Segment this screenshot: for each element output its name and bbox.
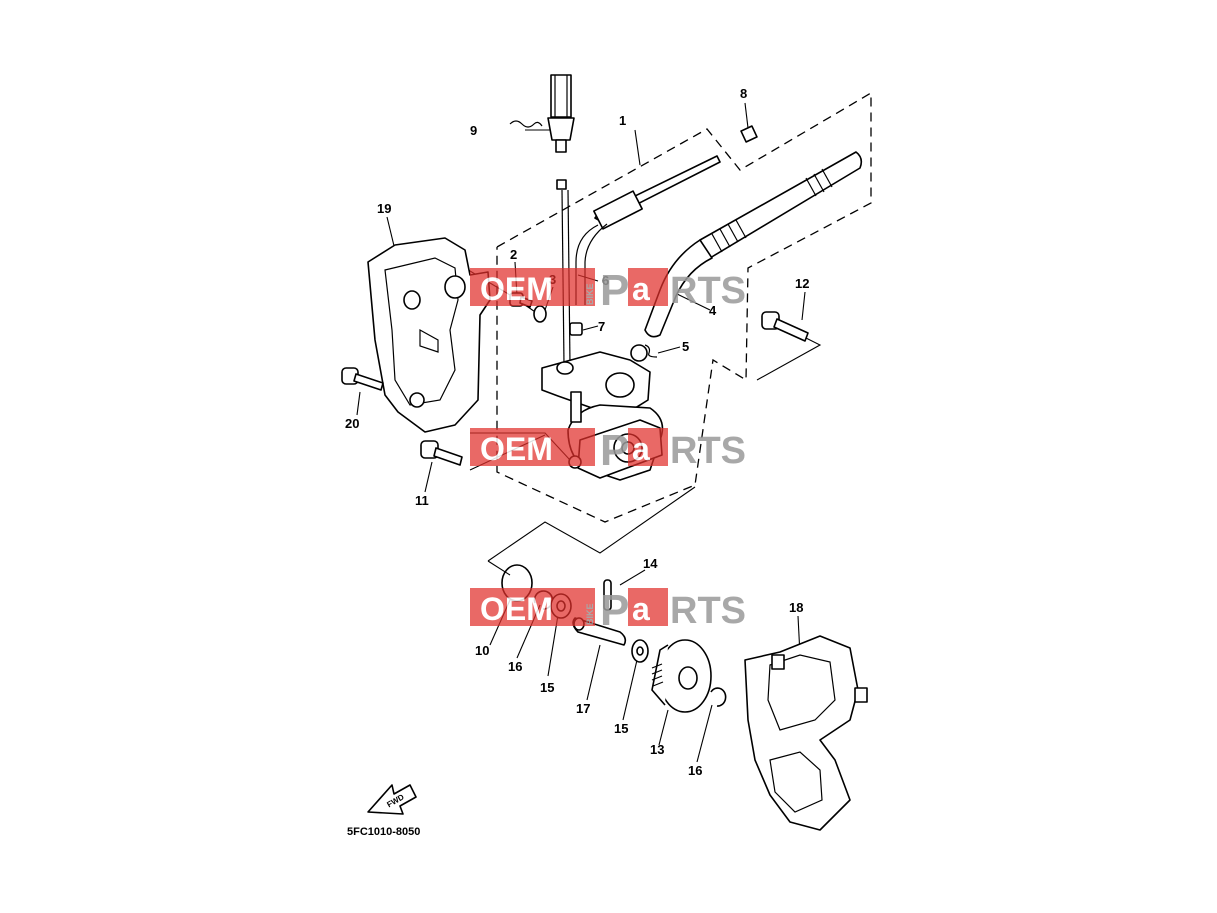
cover-19 xyxy=(367,237,491,433)
watermark-p: P xyxy=(600,266,629,315)
throttle-cable xyxy=(547,74,575,366)
label-2: 2 xyxy=(510,247,517,262)
washer-15-right xyxy=(631,639,649,663)
pin-14 xyxy=(603,579,612,611)
label-16a: 16 xyxy=(508,659,522,674)
label-6: 6 xyxy=(602,273,609,288)
nut-7 xyxy=(569,322,583,336)
watermark-bottom: OEM BIKE P a RTS xyxy=(470,586,746,635)
watermark-a: a xyxy=(632,431,650,467)
case-18 xyxy=(744,635,868,831)
watermark-rts: RTS xyxy=(670,270,746,312)
watermark-oem: OEM xyxy=(480,431,553,467)
circlip-16-right xyxy=(710,687,727,707)
watermark-oem: OEM xyxy=(480,591,553,627)
clip-9 xyxy=(509,120,543,128)
clip-5 xyxy=(630,344,658,362)
watermark-rts: RTS xyxy=(670,590,746,632)
watermark-p: P xyxy=(600,426,629,475)
label-8: 8 xyxy=(740,86,747,101)
screw-12 xyxy=(761,311,809,342)
part-labels: 1 2 3 4 5 6 7 8 9 10 11 12 13 14 15 15 1… xyxy=(345,86,809,778)
watermark-a: a xyxy=(632,271,650,307)
label-19: 19 xyxy=(377,201,391,216)
group-outline-pump xyxy=(496,91,872,523)
watermark-a: a xyxy=(632,591,650,627)
label-10: 10 xyxy=(475,643,489,658)
label-11: 11 xyxy=(415,493,429,508)
screw-11 xyxy=(420,440,463,466)
label-17: 17 xyxy=(576,701,590,716)
label-13: 13 xyxy=(650,742,664,757)
diagram-code: 5FC1010-8050 xyxy=(347,826,420,838)
label-7: 7 xyxy=(598,319,605,334)
oil-pump-cable-1 xyxy=(575,125,758,305)
label-1: 1 xyxy=(619,113,626,128)
label-9: 9 xyxy=(470,123,477,138)
label-4: 4 xyxy=(709,303,717,318)
watermark-rts: RTS xyxy=(670,430,746,472)
oil-hose-4 xyxy=(644,151,863,338)
washer-3 xyxy=(533,305,547,323)
watermark-oem: OEM xyxy=(480,271,553,307)
label-12: 12 xyxy=(795,276,809,291)
fwd-arrow-icon: FWD xyxy=(367,784,417,815)
label-16b: 16 xyxy=(688,763,702,778)
watermark-bike: BIKE xyxy=(585,603,595,625)
watermark-top: OEM BIKE P a RTS xyxy=(470,266,746,315)
watermark-p: P xyxy=(600,586,629,635)
label-18: 18 xyxy=(789,600,803,615)
label-15b: 15 xyxy=(614,721,628,736)
watermark-bike: BIKE xyxy=(585,283,595,305)
gear-13 xyxy=(651,639,712,713)
label-5: 5 xyxy=(682,339,689,354)
label-15a: 15 xyxy=(540,680,554,695)
screw-20 xyxy=(341,367,384,391)
label-20: 20 xyxy=(345,416,359,431)
watermark-middle: OEM P a RTS xyxy=(470,426,746,475)
label-14: 14 xyxy=(643,556,658,571)
